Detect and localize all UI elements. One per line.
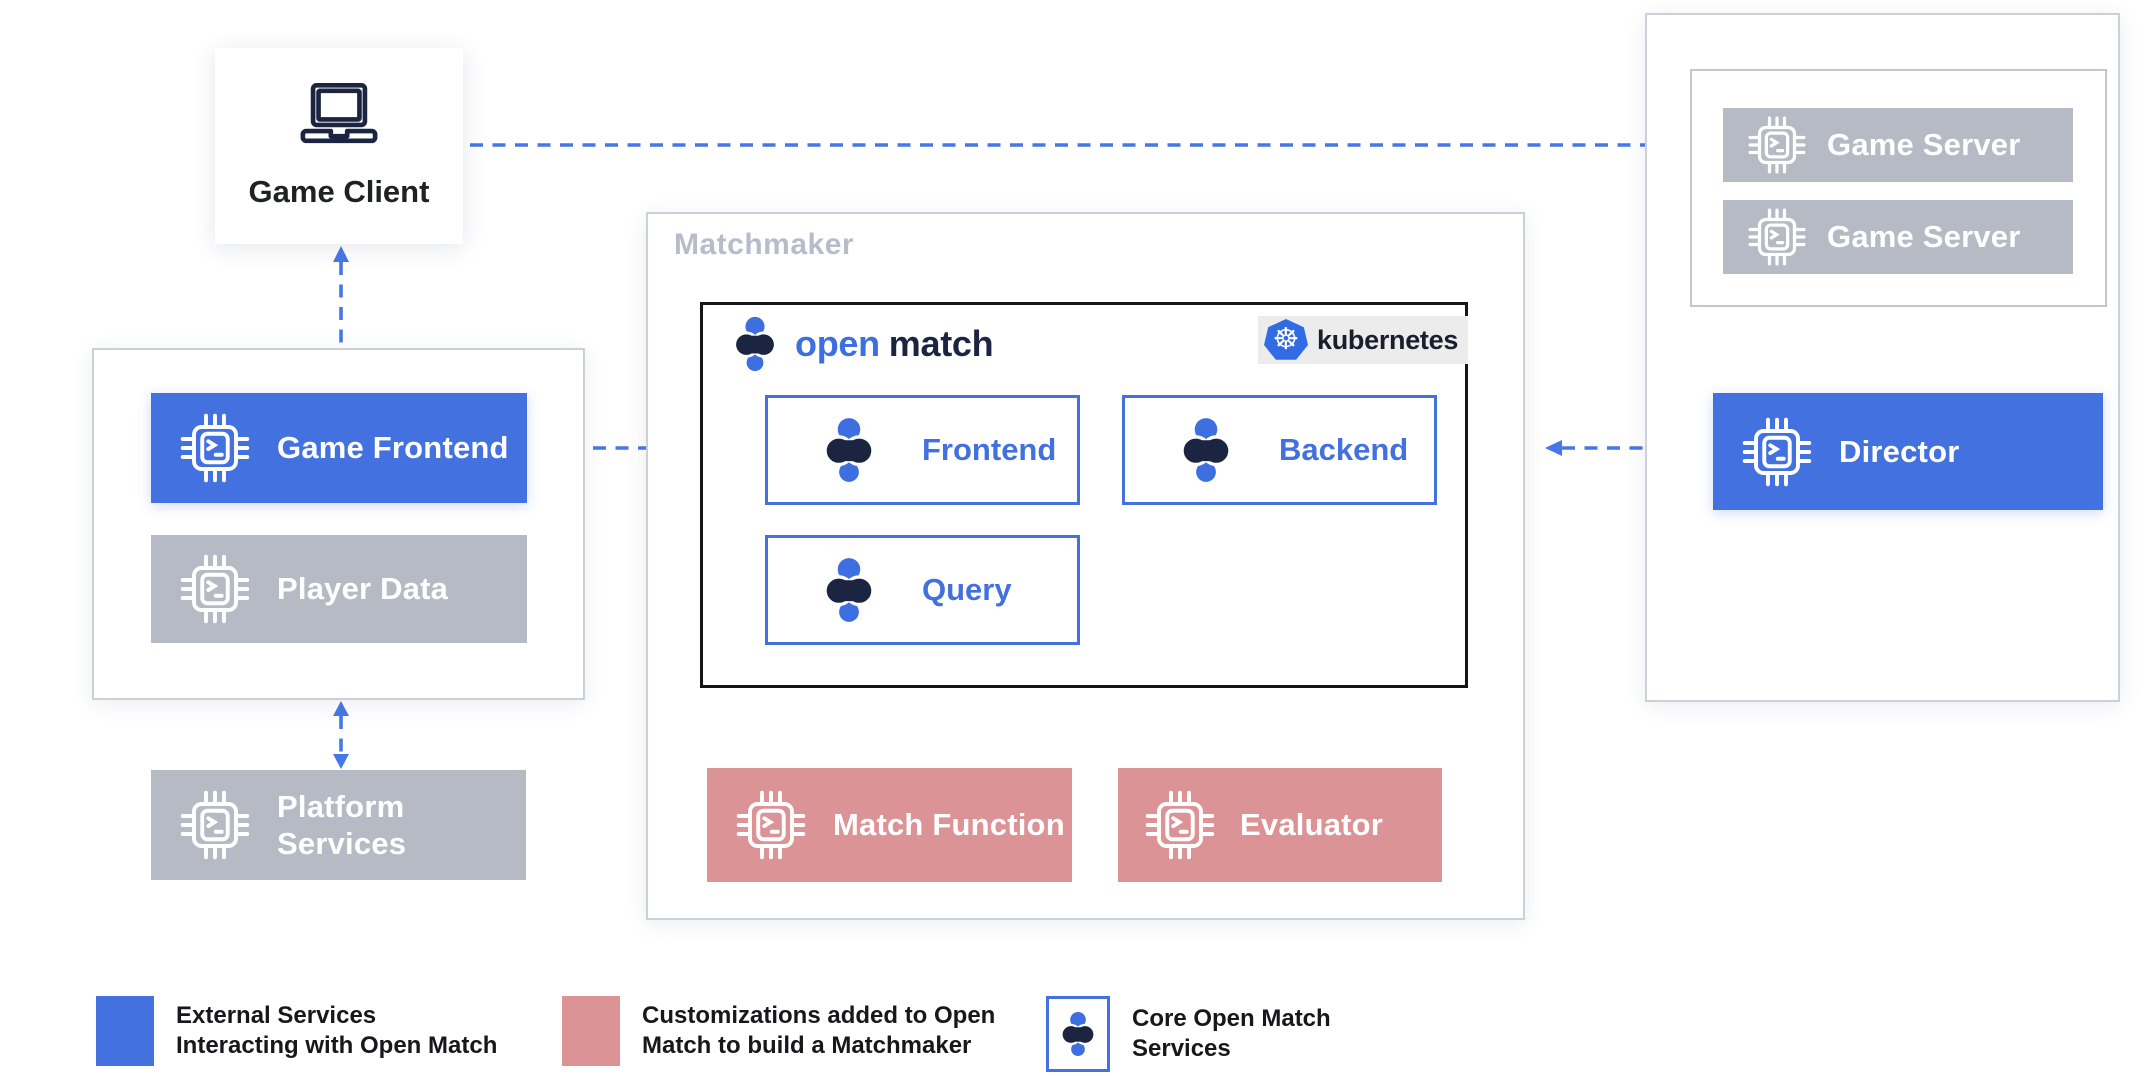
evaluator-label: Evaluator: [1240, 807, 1384, 842]
legend-swatch-customizations-pink: [562, 996, 620, 1066]
game-server-label: Game Server: [1827, 127, 2021, 162]
legend-swatch-external-blue: [96, 996, 154, 1066]
platform-services-box: Platform Services: [151, 770, 526, 880]
kubernetes-logo: ☸ kubernetes: [1258, 316, 1469, 364]
query-label: Query: [922, 572, 1012, 607]
open-match-mark-icon: [823, 557, 875, 623]
legend-item-external: External Services Interacting with Open …: [96, 996, 497, 1066]
evaluator-box: Evaluator: [1118, 768, 1442, 882]
chip-icon: [1748, 116, 1806, 174]
platform-services-label: Platform Services: [277, 789, 407, 861]
director-box: Director: [1713, 393, 2103, 510]
chip-icon: [1742, 417, 1812, 486]
game-frontend-box: Game Frontend: [151, 393, 527, 503]
wordmark-open: open: [795, 323, 880, 364]
match-function-label: Match Function: [833, 807, 1065, 842]
chip-icon: [736, 790, 806, 860]
player-data-label: Player Data: [277, 571, 449, 606]
legend-swatch-core-open-match: [1046, 996, 1110, 1072]
open-match-mark-icon: [823, 417, 875, 483]
game-server-label: Game Server: [1827, 219, 2021, 254]
player-data-box: Player Data: [151, 535, 527, 643]
kubernetes-wheel-icon: ☸: [1264, 319, 1308, 360]
chip-icon: [1748, 208, 1806, 266]
legend-label-core: Core Open Match Services: [1132, 1005, 1331, 1062]
match-function-box: Match Function: [707, 768, 1072, 882]
laptop-icon: [294, 80, 384, 148]
kubernetes-label: kubernetes: [1317, 324, 1459, 355]
legend-label-external: External Services Interacting with Open …: [176, 1002, 498, 1059]
chip-icon: [180, 413, 250, 483]
chip-icon: [1145, 790, 1215, 860]
chip-icon: [180, 554, 250, 624]
game-client-card: Game Client: [215, 48, 463, 244]
game-client-label: Game Client: [248, 174, 430, 209]
matchmaker-title: Matchmaker: [674, 228, 855, 261]
open-match-mark-icon: [1180, 417, 1232, 483]
backend-service-box: Backend: [1122, 395, 1437, 505]
frontend-service-box: Frontend: [765, 395, 1080, 505]
wordmark-match: match: [888, 323, 994, 364]
query-service-box: Query: [765, 535, 1080, 645]
legend-item-core: Core Open Match Services: [1046, 996, 1331, 1072]
game-server-2-box: Game Server: [1723, 200, 2073, 274]
game-frontend-label: Game Frontend: [277, 430, 509, 465]
chip-icon: [180, 790, 250, 860]
legend-item-customizations: Customizations added to Open Match to bu…: [562, 996, 995, 1066]
frontend-label: Frontend: [922, 432, 1057, 467]
game-server-1-box: Game Server: [1723, 108, 2073, 182]
backend-label: Backend: [1279, 432, 1409, 467]
legend-label-customizations: Customizations added to Open Match to bu…: [642, 1002, 996, 1059]
open-match-mark-icon: [1060, 1011, 1096, 1057]
open-match-mark-icon: [733, 316, 777, 372]
director-label: Director: [1839, 433, 1960, 469]
